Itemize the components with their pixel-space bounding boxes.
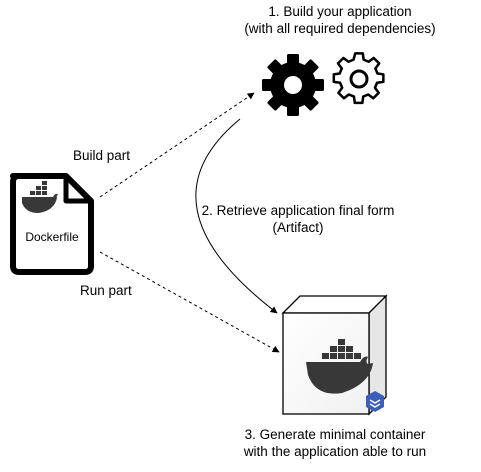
step-build-label: 1. Build your application (with all requ… <box>195 3 481 37</box>
build-part-label: Build part <box>73 148 131 163</box>
step-retrieve-line1: 2. Retrieve application final form <box>201 203 395 218</box>
run-arrow <box>99 251 280 353</box>
dockerfile-icon <box>10 173 94 275</box>
step-generate-line2: with the application able to run <box>243 444 427 459</box>
step-generate-line1: 3. Generate minimal container <box>244 427 426 442</box>
gears-icon <box>262 52 385 116</box>
step-generate-label: 3. Generate minimal container with the a… <box>195 426 475 460</box>
step-build-line2: (with all required dependencies) <box>244 21 436 36</box>
step-build-line1: 1. Build your application <box>268 4 412 19</box>
dockerfile-whale-icon <box>22 181 58 213</box>
distroless-badge-icon <box>366 391 384 412</box>
container-whale-icon <box>306 339 373 394</box>
container-box-icon <box>281 294 388 416</box>
dockerfile-label: Dockerfile <box>25 230 79 244</box>
retrieve-arrow <box>195 118 278 314</box>
step-retrieve-label: 2. Retrieve application final form (Arti… <box>163 202 433 236</box>
run-part-label: Run part <box>80 283 132 298</box>
build-arrow <box>99 92 255 198</box>
step-retrieve-line2: (Artifact) <box>272 220 324 235</box>
